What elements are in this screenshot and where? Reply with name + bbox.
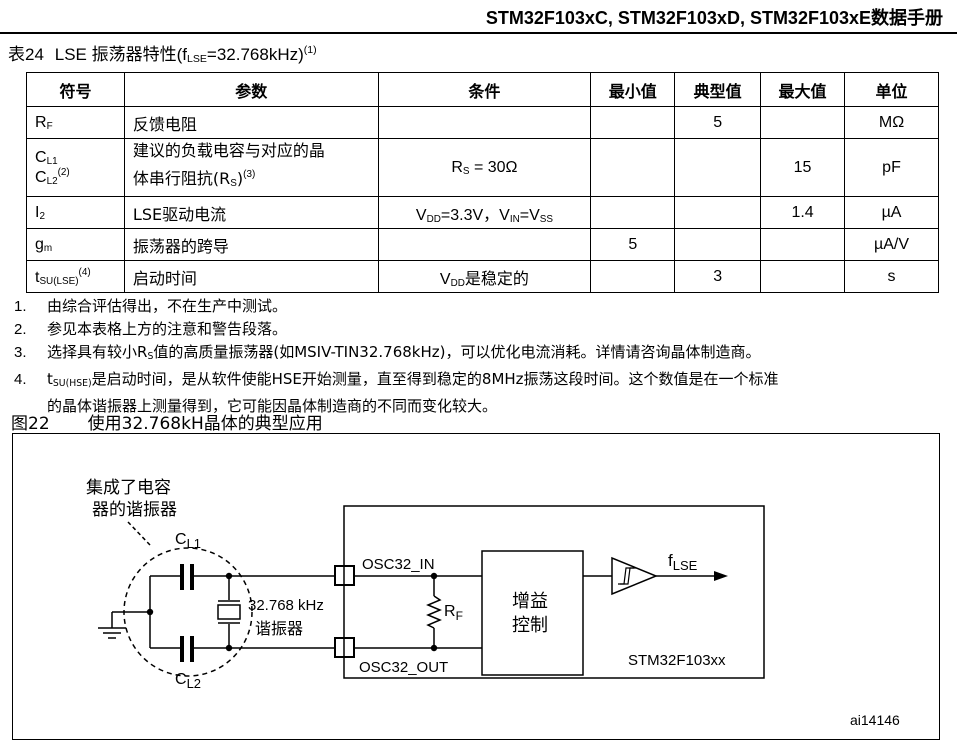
pin-out-label: OSC32_OUT	[359, 659, 448, 676]
cell-min	[590, 196, 676, 229]
cell-parameter: 启动时间	[123, 260, 379, 293]
cl2-label: CL2	[175, 671, 201, 691]
header-unit: 单位	[844, 72, 939, 107]
cl1-label: CL1	[175, 531, 201, 551]
note-item: 1.由综合评估得出，不在生产中测试。	[14, 297, 288, 315]
table-notes: 1.由综合评估得出，不在生产中测试。 2.参见本表格上方的注意和警告段落。 3.…	[14, 295, 957, 418]
resonator-label-2: 器的谐振器	[92, 500, 177, 519]
rf-label: RF	[444, 603, 463, 623]
figure-caption: 图22 使用32.768kH晶体的典型应用	[11, 409, 323, 434]
schmitt-buffer-icon	[611, 556, 658, 596]
capacitor-cl2-icon	[180, 636, 184, 662]
cell-max	[760, 106, 846, 139]
header-typ: 典型值	[674, 72, 762, 107]
table-row: tSU(LSE)(4) 启动时间 VDD是稳定的 3 s	[26, 260, 939, 293]
crystal-frequency: 32.768 kHz	[248, 597, 324, 614]
chip-outline	[343, 505, 765, 679]
header-rule	[0, 32, 957, 34]
note-item: 2.参见本表格上方的注意和警告段落。	[14, 320, 288, 338]
gain-label-1: 增益	[512, 591, 548, 611]
cell-parameter: 建议的负载电容与对应的晶体串行阻抗(RS)(3)	[123, 138, 379, 197]
lse-characteristics-table: 符号 参数 条件 最小值 典型值 最大值 单位 RF 反馈电阻 5 MΩ CL1…	[26, 72, 939, 293]
gain-label-2: 控制	[512, 615, 548, 635]
cell-symbol: gm	[26, 228, 125, 261]
cell-parameter: 反馈电阻	[123, 106, 379, 139]
cell-min	[590, 106, 676, 139]
resonator-label-1: 集成了电容	[86, 478, 171, 497]
cell-condition	[377, 228, 592, 261]
cell-min	[590, 260, 676, 293]
cell-symbol: I2	[26, 196, 125, 229]
table-label: 表24	[8, 45, 44, 64]
cell-max	[760, 228, 846, 261]
table-header-row: 符号 参数 条件 最小值 典型值 最大值 单位	[26, 72, 939, 107]
chip-name: STM32F103xx	[628, 652, 726, 669]
table-caption: 表24 LSE 振荡器特性(fLSE=32.768kHz)(1)	[8, 44, 317, 65]
crystal-icon	[217, 604, 241, 620]
cell-max	[760, 260, 846, 293]
figure-id: ai14146	[850, 712, 900, 728]
cell-max: 15	[760, 138, 846, 197]
gain-control-block	[481, 550, 584, 676]
note-item: 4.tSU(HSE)是启动时间，是从软件使能HSE开始测量，直至得到稳定的8MH…	[14, 370, 779, 415]
pin-in-label: OSC32_IN	[362, 556, 435, 573]
resonator-callout-line	[127, 521, 151, 546]
output-arrow-icon	[714, 571, 728, 581]
feedback-resistor-icon	[426, 595, 442, 629]
header-parameter: 参数	[123, 72, 379, 107]
capacitor-cl1-icon	[180, 564, 184, 590]
cell-symbol: RF	[26, 106, 125, 139]
cell-unit: s	[844, 260, 939, 293]
note-item: 3.选择具有较小RS值的高质量振荡器(如MSIV-TIN32.768kHz)，可…	[14, 343, 761, 362]
header-min: 最小值	[590, 72, 676, 107]
cell-condition: RS = 30Ω	[377, 138, 592, 197]
figure-frame	[12, 433, 940, 740]
cell-condition: VDD是稳定的	[377, 260, 592, 293]
crystal-label: 谐振器	[255, 620, 303, 638]
table-row: RF 反馈电阻 5 MΩ	[26, 106, 939, 139]
figure-title: 使用32.768kH晶体的典型应用	[87, 414, 323, 434]
document-header: STM32F103xC, STM32F103xD, STM32F103xE数据手…	[485, 8, 943, 28]
output-label: fLSE	[668, 551, 698, 573]
cell-unit: pF	[844, 138, 939, 197]
cell-symbol: tSU(LSE)(4)	[26, 260, 125, 293]
cell-unit: µA/V	[844, 228, 939, 261]
figure-label: 图22	[11, 414, 50, 434]
cell-min	[590, 138, 676, 197]
